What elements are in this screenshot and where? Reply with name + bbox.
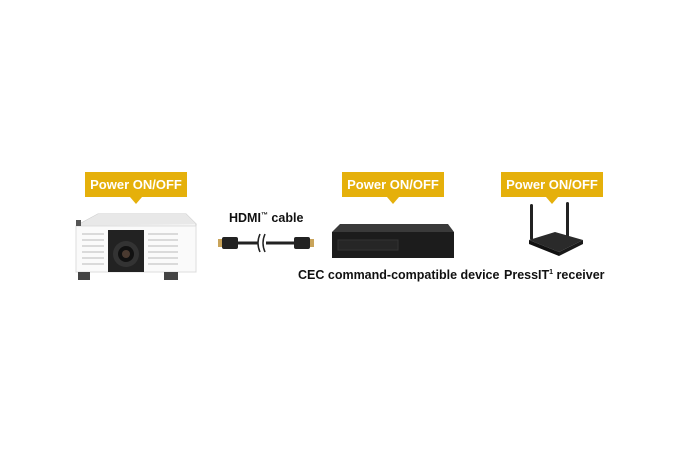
receiver-power-label: Power ON/OFF	[501, 172, 603, 204]
projector-image	[75, 213, 197, 280]
hdmi-name: HDMI	[229, 211, 261, 225]
hdmi-suffix: cable	[267, 211, 304, 225]
pressit-receiver-image	[529, 202, 583, 256]
cec-device-power-label: Power ON/OFF	[342, 172, 444, 204]
receiver-name: PressIT	[504, 268, 550, 282]
receiver-footnote: 1	[549, 268, 554, 276]
cec-device-image	[332, 224, 454, 258]
hdmi-tm: ™	[260, 211, 268, 219]
projector-power-label: Power ON/OFF	[85, 172, 187, 204]
cec-device-caption: CEC command-compatible device	[298, 268, 500, 282]
receiver-caption: PressIT1 receiver	[504, 268, 605, 282]
hdmi-cable-caption: HDMI™ cable	[229, 211, 303, 225]
receiver-suffix: receiver	[553, 268, 605, 282]
hdmi-cable-image	[218, 233, 314, 253]
